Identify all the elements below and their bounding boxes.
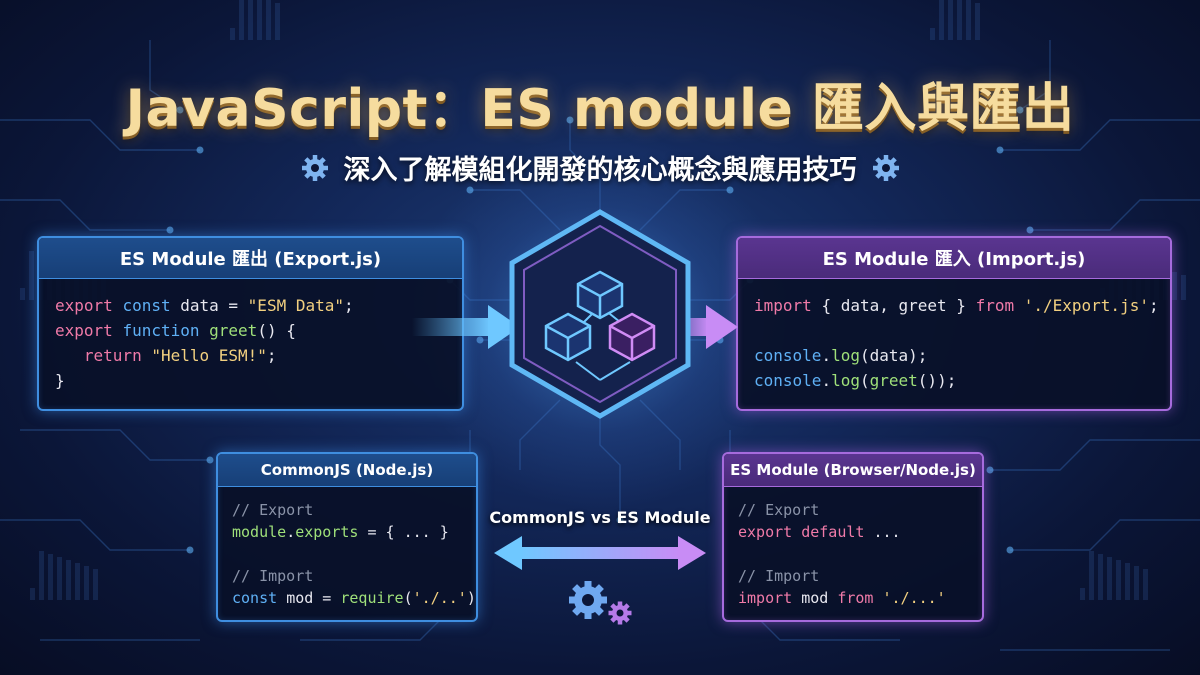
import-card: ES Module 匯入 (Import.js) import { data, … bbox=[736, 236, 1172, 411]
code-token: ) bbox=[466, 589, 476, 607]
export-code-block: export const data = "ESM Data";export fu… bbox=[39, 279, 462, 407]
code-token: // Import bbox=[232, 567, 314, 585]
code-token: export bbox=[55, 296, 123, 315]
code-token: "Hello ESM!" bbox=[151, 346, 267, 365]
page-subtitle: 深入了解模組化開發的核心概念與應用技巧 bbox=[343, 155, 857, 186]
esm-code-block: // Export export default ... // Import impo… bbox=[724, 487, 982, 620]
code-token: () { bbox=[257, 321, 296, 340]
code-line: export default ... bbox=[738, 521, 968, 543]
code-token: export default bbox=[738, 523, 874, 541]
import-code-block: import { data, greet } from './Export.js… bbox=[738, 279, 1170, 407]
code-token: // Export bbox=[232, 501, 314, 519]
code-token: . bbox=[821, 371, 832, 390]
code-token: from bbox=[975, 296, 1024, 315]
import-card-title: ES Module 匯入 (Import.js) bbox=[738, 238, 1170, 279]
code-token: exports bbox=[295, 523, 359, 541]
code-token: './...' bbox=[882, 589, 946, 607]
code-token: mod bbox=[801, 589, 838, 607]
code-line: console.log(data); bbox=[754, 343, 1154, 368]
comparison-label: CommonJS vs ES Module bbox=[489, 508, 711, 527]
subtitle-row: 深入了解模組化開發的核心概念與應用技巧 bbox=[0, 148, 1200, 187]
code-token: "ESM Data" bbox=[247, 296, 344, 315]
code-token: import bbox=[754, 296, 822, 315]
code-token: './Export.js' bbox=[1023, 296, 1149, 315]
code-line: module.exports = { ... } bbox=[232, 521, 462, 543]
code-token: data = bbox=[180, 296, 248, 315]
code-token: log bbox=[831, 346, 860, 365]
code-token: const bbox=[232, 589, 287, 607]
code-token: ; bbox=[1148, 296, 1159, 315]
code-token: console bbox=[754, 371, 822, 390]
code-token: ()); bbox=[917, 371, 957, 390]
code-line bbox=[232, 543, 462, 565]
code-token: . bbox=[821, 346, 832, 365]
code-line: return "Hello ESM!"; bbox=[55, 343, 446, 368]
code-token: ; bbox=[266, 346, 277, 365]
commonjs-code-block: // Export module.exports = { ... } // Impo… bbox=[218, 487, 476, 620]
code-line: export const data = "ESM Data"; bbox=[55, 293, 446, 318]
code-token: } bbox=[55, 371, 65, 390]
esm-card-title: ES Module (Browser/Node.js) bbox=[724, 454, 982, 487]
code-token: . bbox=[286, 523, 296, 541]
code-token: from bbox=[837, 589, 883, 607]
code-token: // Export bbox=[738, 501, 820, 519]
commonjs-card-title: CommonJS (Node.js) bbox=[218, 454, 476, 487]
code-token: log bbox=[831, 371, 860, 390]
code-token: ; bbox=[344, 296, 354, 315]
code-token: const bbox=[122, 296, 181, 315]
gear-icon bbox=[300, 153, 330, 183]
code-token: return bbox=[55, 346, 152, 365]
code-line: import mod from './...' bbox=[738, 587, 968, 609]
code-line: } bbox=[55, 368, 446, 393]
code-line bbox=[754, 318, 1154, 343]
code-line: const mod = require('./..') bbox=[232, 587, 476, 609]
code-line: // Export bbox=[232, 499, 462, 521]
code-token: (data); bbox=[859, 346, 928, 365]
code-line: console.log(greet()); bbox=[754, 368, 1154, 393]
code-token: mod = bbox=[286, 589, 341, 607]
code-token: function bbox=[122, 321, 210, 340]
code-token: ... bbox=[873, 523, 901, 541]
code-token: './..' bbox=[412, 589, 467, 607]
code-line: import { data, greet } from './Export.js… bbox=[754, 293, 1159, 318]
code-token: { data, greet } bbox=[821, 296, 976, 315]
code-token: ( bbox=[859, 371, 870, 390]
code-line: // Export bbox=[738, 499, 968, 521]
gear-icon bbox=[871, 153, 901, 183]
code-token: ( bbox=[403, 589, 413, 607]
code-token: greet bbox=[209, 321, 258, 340]
code-token: console bbox=[754, 346, 822, 365]
code-token: require bbox=[340, 589, 404, 607]
code-line: // Import bbox=[232, 565, 462, 587]
code-line: export function greet() { bbox=[55, 318, 446, 343]
code-token: export bbox=[55, 321, 123, 340]
code-line: // Import bbox=[738, 565, 968, 587]
page-title: JavaScript：ES module 匯入與匯出 bbox=[125, 79, 1075, 139]
esm-card: ES Module (Browser/Node.js) // Export exp… bbox=[722, 452, 984, 622]
code-token: import bbox=[738, 589, 802, 607]
code-token: // Import bbox=[738, 567, 820, 585]
export-card: ES Module 匯出 (Export.js) export const da… bbox=[37, 236, 464, 411]
export-card-title: ES Module 匯出 (Export.js) bbox=[39, 238, 462, 279]
code-token: greet bbox=[869, 371, 918, 390]
code-token: module bbox=[232, 523, 287, 541]
code-line bbox=[738, 543, 968, 565]
code-token: = { ... } bbox=[358, 523, 449, 541]
commonjs-card: CommonJS (Node.js) // Export module.expor… bbox=[216, 452, 478, 622]
